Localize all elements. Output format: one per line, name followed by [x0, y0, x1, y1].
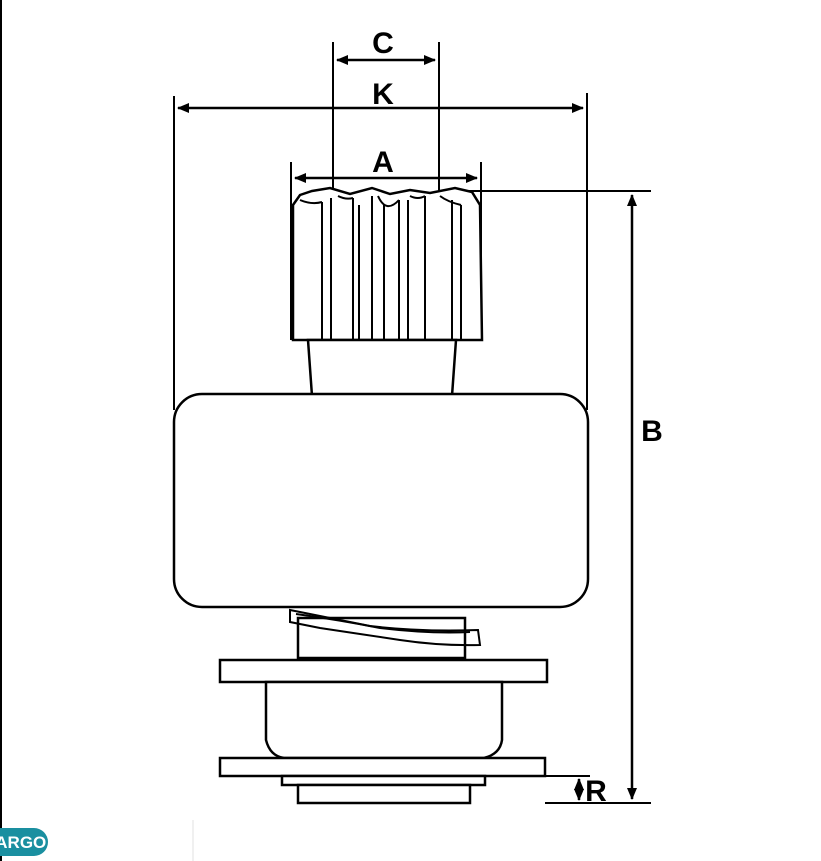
drive-sleeve: [264, 680, 504, 760]
cargo-logo: CARGO: [0, 828, 48, 856]
helical-spline: [289, 608, 482, 660]
pinion-gear: [291, 186, 484, 342]
svg-text:CARGO: CARGO: [0, 833, 46, 852]
dimension-k-label: K: [372, 78, 394, 111]
lower-collar-plate: [218, 756, 547, 778]
pinion-shaft: [306, 338, 458, 398]
clutch-housing: [172, 392, 590, 609]
bottom-spacer: [280, 774, 487, 787]
dimension-c-label: C: [372, 27, 394, 60]
dimension-b-label: B: [641, 415, 663, 448]
bottom-end-ring: [296, 783, 472, 805]
dimension-a-label: A: [372, 146, 394, 179]
upper-collar-plate: [218, 658, 549, 684]
dimension-r-label: R: [585, 775, 607, 808]
